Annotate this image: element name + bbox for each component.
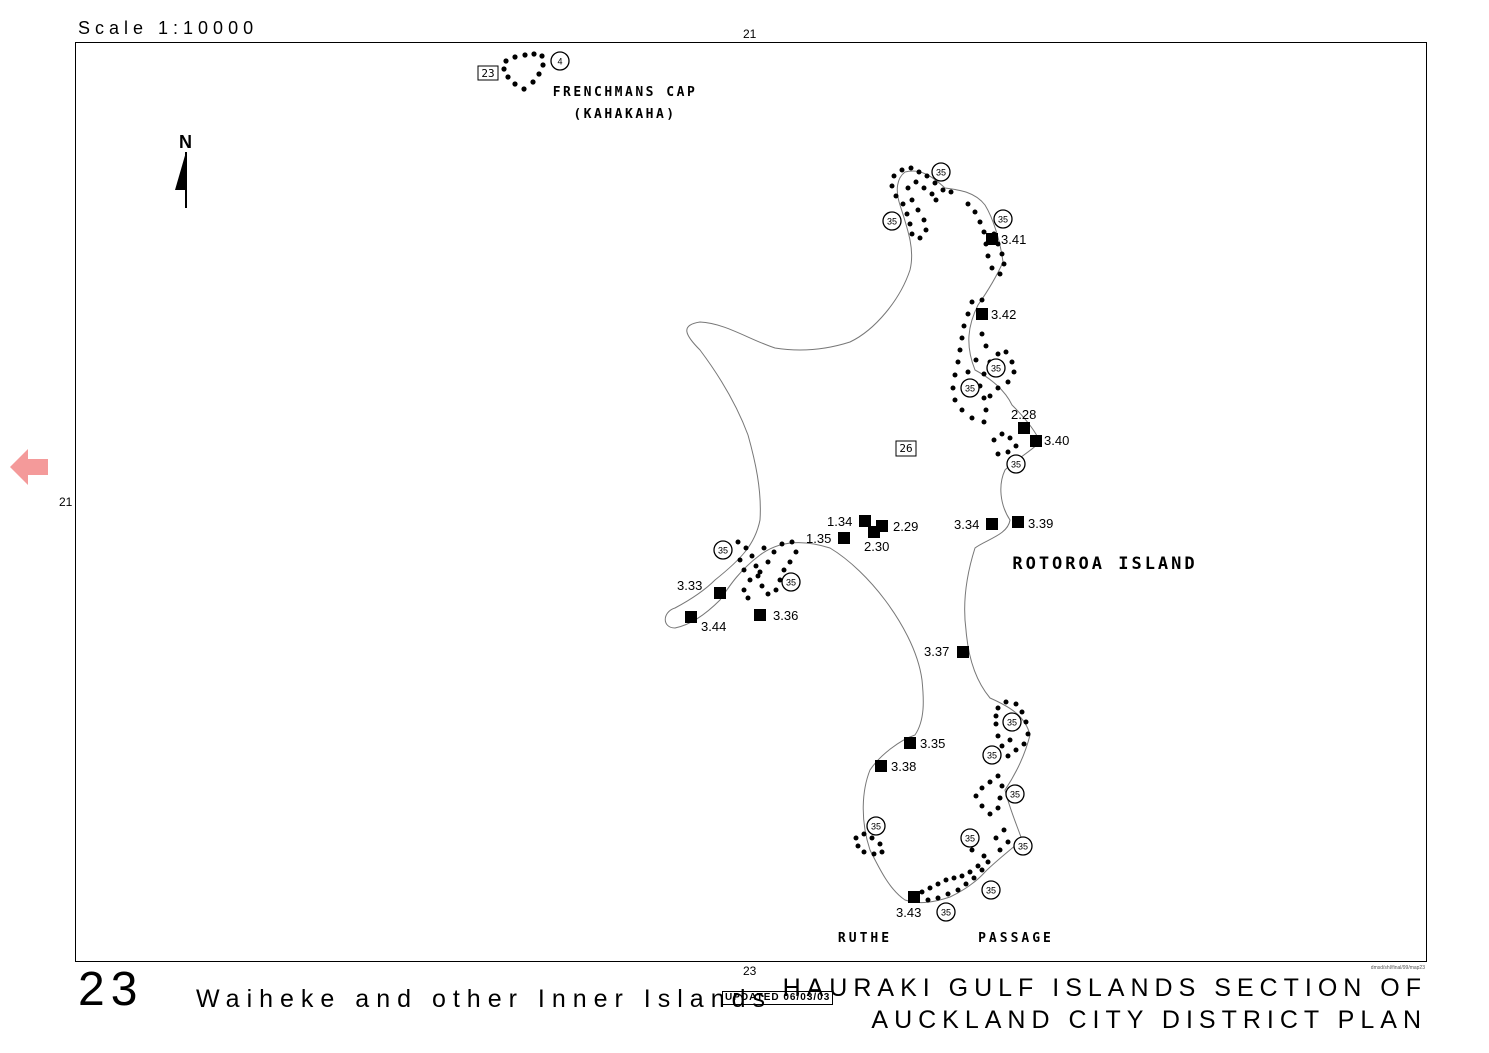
- site-label: 1.34: [827, 514, 852, 529]
- site-label: 3.38: [891, 759, 916, 774]
- label-ruthe: RUTHE: [838, 931, 892, 946]
- zone-label: 35: [718, 546, 728, 556]
- zone-label: 35: [965, 834, 975, 844]
- site-3.44-icon: [685, 611, 697, 623]
- site-1.35-icon: [838, 532, 850, 544]
- grid-ref-left: 21: [59, 495, 73, 509]
- label-passage: PASSAGE: [978, 931, 1054, 946]
- site-label: 2.28: [1011, 407, 1036, 422]
- site-3.33-icon: [714, 587, 726, 599]
- site-labels: 3.41 3.42 2.28 3.40 3.34 3.39 1.34 2.29 …: [677, 232, 1069, 920]
- map-ref-rotoroa: 26: [899, 442, 912, 455]
- site-3.36-icon: [754, 609, 766, 621]
- site-label: 2.30: [864, 539, 889, 554]
- map-ref-box: [895, 440, 917, 457]
- site-3.43-icon: [908, 891, 920, 903]
- rotoroa-coastline: [664, 170, 1041, 904]
- zone-label: 35: [871, 822, 881, 832]
- site-label: 3.41: [1001, 232, 1026, 247]
- zone-label: 35: [1010, 790, 1020, 800]
- site-3.42-icon: [976, 308, 988, 320]
- grid-ref-top: 21: [743, 27, 757, 41]
- site-label: 3.34: [954, 517, 979, 532]
- label-frenchmans-cap: FRENCHMANS CAP: [553, 85, 698, 100]
- site-label: 3.43: [896, 905, 921, 920]
- site-1.34-icon: [859, 515, 871, 527]
- site-label: 3.36: [773, 608, 798, 623]
- map-frame: [75, 42, 1427, 962]
- north-label: N: [179, 132, 192, 152]
- zone-label: 35: [1007, 718, 1017, 728]
- zone-label: 35: [786, 578, 796, 588]
- site-label: 3.42: [991, 307, 1016, 322]
- zone-label: 35: [965, 384, 975, 394]
- site-label: 1.35: [806, 531, 831, 546]
- site-3.38-icon: [875, 760, 887, 772]
- site-3.34-icon: [986, 518, 998, 530]
- zone-label: 35: [986, 886, 996, 896]
- site-label: 3.33: [677, 578, 702, 593]
- file-path-note: dmsd/shl/final/99/map23: [1370, 965, 1425, 971]
- zone-label: 35: [887, 217, 897, 227]
- plan-title-line2: AUCKLAND CITY DISTRICT PLAN: [871, 1006, 1427, 1034]
- site-label: 3.40: [1044, 433, 1069, 448]
- previous-map-button[interactable]: [10, 447, 50, 487]
- sheet-title: Waiheke and other Inner Islands: [196, 985, 773, 1013]
- site-label: 2.29: [893, 519, 918, 534]
- site-label: 3.37: [924, 644, 949, 659]
- zone-label: 35: [941, 908, 951, 918]
- site-3.39-icon: [1012, 516, 1024, 528]
- zone-label: 35: [936, 168, 946, 178]
- site-3.37-icon: [957, 646, 969, 658]
- zone-label: 35: [1011, 460, 1021, 470]
- site-label: 3.35: [920, 736, 945, 751]
- label-rotoroa-island: ROTOROA ISLAND: [1012, 554, 1197, 574]
- site-label: 3.44: [701, 619, 726, 634]
- zone-label: 35: [987, 751, 997, 761]
- zone-label: 35: [998, 215, 1008, 225]
- label-kahakaha: (KAHAKAHA): [573, 107, 676, 122]
- sheet-number: 23: [78, 963, 144, 1016]
- plan-title-line1: HAURAKI GULF ISLANDS SECTION OF: [782, 974, 1427, 1002]
- map-scale: Scale 1:10000: [78, 18, 259, 38]
- site-3.40-icon: [1030, 435, 1042, 447]
- left-arrow-icon: [10, 449, 48, 485]
- zone-label: 35: [991, 364, 1001, 374]
- site-markers: [685, 233, 1042, 903]
- zone-markers: 35 35 35 35 35 35 35 35 35 35 35 35 35 3…: [713, 162, 1033, 922]
- site-2.30-icon: [868, 526, 880, 538]
- north-arrow-icon: N: [175, 132, 192, 208]
- updated-stamp: UPDATED 06/03/03: [722, 991, 834, 1005]
- site-3.35-icon: [904, 737, 916, 749]
- grid-ref-bottom: 23: [743, 964, 757, 978]
- frenchmans-cap-island: 4 23 FRENCHMANS CAP (KAHAKAHA): [477, 51, 698, 122]
- map-ref-frenchmans: 23: [481, 67, 494, 80]
- site-label: 3.39: [1028, 516, 1053, 531]
- site-2.28-icon: [1018, 422, 1030, 434]
- zone-label: 4: [557, 57, 562, 67]
- zone-boundaries: [735, 165, 1031, 903]
- zone-label: 35: [1018, 842, 1028, 852]
